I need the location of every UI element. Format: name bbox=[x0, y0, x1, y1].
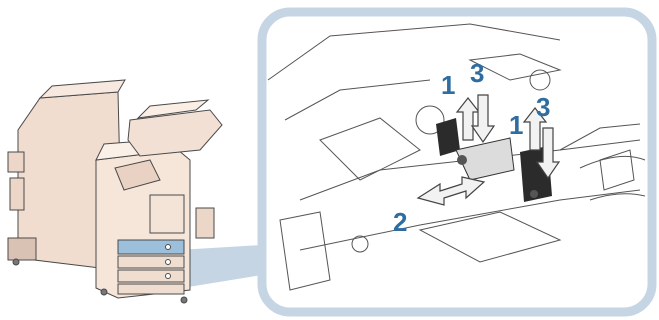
step-label-3a: 3 bbox=[470, 60, 484, 86]
highlight-drawer bbox=[118, 240, 184, 254]
step-label-1b: 1 bbox=[509, 112, 523, 138]
step-label-2: 2 bbox=[393, 209, 407, 235]
step-label-1a: 1 bbox=[441, 72, 455, 98]
copier-illustration bbox=[8, 80, 222, 303]
step-label-3b: 3 bbox=[536, 94, 550, 120]
zoom-panel bbox=[262, 12, 652, 312]
zoom-connector bbox=[178, 245, 262, 288]
